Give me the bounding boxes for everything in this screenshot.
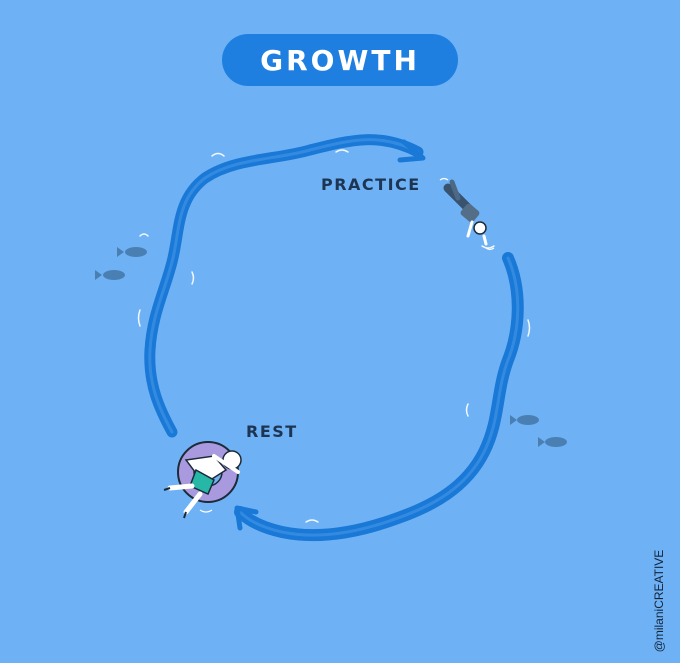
arrow-head-icon [234,505,259,531]
wave-marks [137,149,531,523]
practice-label: PRACTICE [321,175,421,194]
stream-practice-to-rest [234,252,524,542]
fish-icon [95,270,125,280]
swimmer-icon [439,177,495,251]
artist-credit: @milaniCREATIVE [651,548,667,654]
fish-icon [510,415,539,425]
title-badge: GROWTH [222,34,458,86]
float-tube-person-icon [163,441,242,519]
rest-label: REST [246,422,298,441]
arrow-head-icon [397,139,426,163]
stream-rest-to-practice [144,134,424,438]
artist-credit-text: @milaniCREATIVE [652,549,666,653]
fish-icon [538,437,567,447]
fish-icon [117,247,147,257]
